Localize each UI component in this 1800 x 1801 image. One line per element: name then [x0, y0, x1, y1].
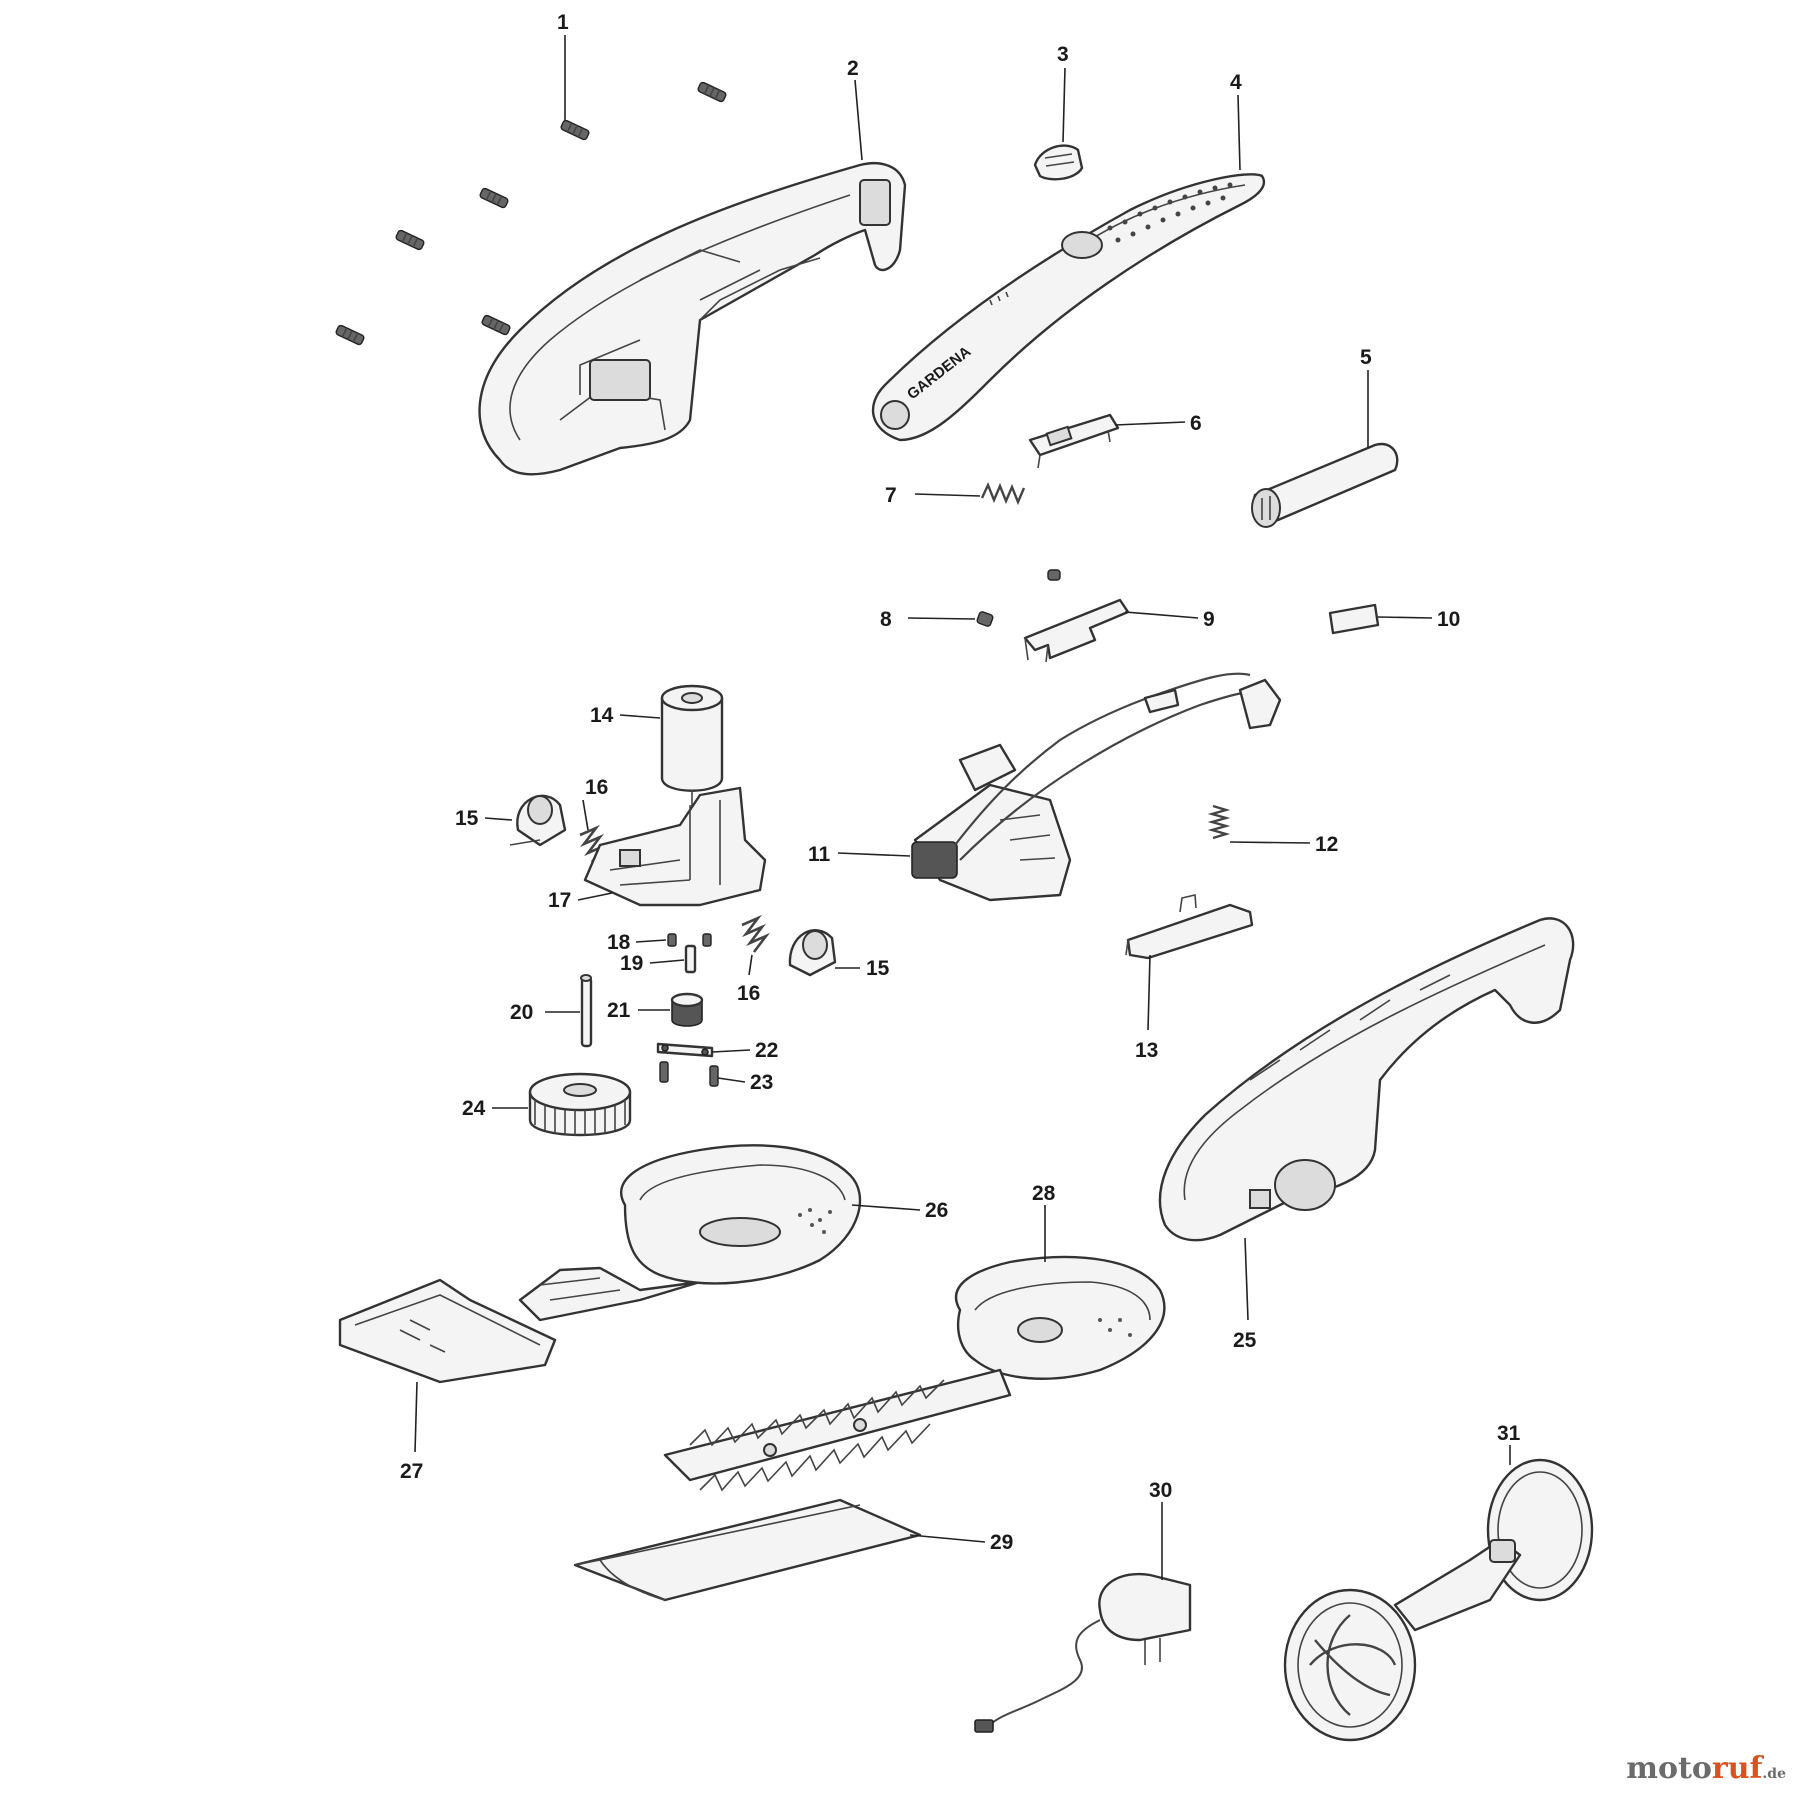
callout-6: 6 [1190, 412, 1202, 435]
part-4-grip-cover: GARDENA [871, 173, 1266, 442]
callout-15-right: 15 [866, 957, 890, 980]
part-12-spring [1207, 804, 1231, 840]
part-30-charger [974, 1572, 1192, 1733]
callout-16-lower: 16 [737, 982, 760, 1005]
part-15-bearing-left [509, 794, 567, 847]
part-27-cover-plate [338, 1278, 557, 1384]
callout-10: 10 [1437, 608, 1460, 631]
part-3-switch-button [1033, 144, 1084, 181]
callout-27: 27 [400, 1460, 423, 1483]
callout-26: 26 [925, 1199, 948, 1222]
part-22-link-plate [656, 1042, 714, 1058]
callout-28: 28 [1032, 1182, 1056, 1205]
part-18-pins [667, 933, 712, 947]
part-31-wheel-kit [1283, 1458, 1594, 1742]
callout-29: 29 [990, 1531, 1013, 1554]
part-10-contact-block [1328, 603, 1380, 635]
part-11-wiring-harness [911, 672, 1282, 902]
callout-14: 14 [590, 704, 614, 727]
callout-25: 25 [1233, 1329, 1257, 1352]
part-29-blade-guard [573, 1498, 922, 1602]
part-26-blade-holder-shrub [518, 1144, 862, 1322]
part-17-gear-frame [583, 786, 767, 907]
callout-15-left: 15 [455, 807, 479, 830]
part-15-bearing-right [788, 929, 837, 977]
watermark-logo: motoruf.de [1626, 1751, 1786, 1786]
part-6-switch-slider [1028, 413, 1120, 469]
callout-23: 23 [750, 1071, 773, 1094]
callout-19: 19 [620, 952, 643, 975]
part-28-blade-holder-hedge [663, 1255, 1166, 1492]
part-2-housing-upper [478, 162, 907, 476]
callout-7: 7 [885, 484, 897, 507]
part-5-battery [1251, 442, 1399, 528]
part-1-screws [335, 81, 727, 346]
callout-labels: 1 2 3 4 5 6 7 8 9 10 11 12 13 14 15 16 1… [400, 11, 1521, 1554]
part-20-shaft [580, 974, 593, 1048]
callout-20: 20 [510, 1001, 533, 1024]
watermark-part2: ruf [1711, 1751, 1763, 1786]
part-7-spring [980, 481, 1026, 506]
part-23-screws [659, 1061, 719, 1087]
callout-9: 9 [1203, 608, 1215, 631]
callout-1: 1 [557, 11, 569, 34]
callout-11: 11 [808, 843, 831, 866]
watermark-part3: .de [1762, 1766, 1786, 1782]
callout-4: 4 [1230, 71, 1242, 94]
callout-3: 3 [1057, 43, 1069, 66]
callout-18: 18 [607, 931, 631, 954]
callout-5: 5 [1360, 346, 1372, 369]
part-14-motor [660, 684, 724, 808]
part-13-switch-lever [1125, 894, 1254, 960]
part-16-spring-lower [741, 914, 771, 953]
part-25-housing-lower [1158, 917, 1575, 1242]
callout-13: 13 [1135, 1039, 1158, 1062]
callout-22: 22 [755, 1039, 778, 1062]
callout-8: 8 [880, 608, 892, 631]
callout-31: 31 [1497, 1422, 1521, 1445]
callout-30: 30 [1149, 1479, 1172, 1502]
callout-24: 24 [462, 1097, 486, 1120]
callout-2: 2 [847, 57, 859, 80]
part-8-screw [976, 569, 1061, 627]
part-24-gear-wheel [528, 1072, 632, 1137]
callout-17: 17 [548, 889, 571, 912]
watermark-part1: moto [1626, 1751, 1712, 1786]
callout-12: 12 [1315, 833, 1338, 856]
callout-21: 21 [607, 999, 631, 1022]
part-21-pinion [670, 992, 704, 1027]
part-9-bracket [1023, 598, 1130, 663]
leader-lines [414, 35, 1511, 1580]
callout-16-upper: 16 [585, 776, 608, 799]
part-19-pin [684, 944, 697, 974]
